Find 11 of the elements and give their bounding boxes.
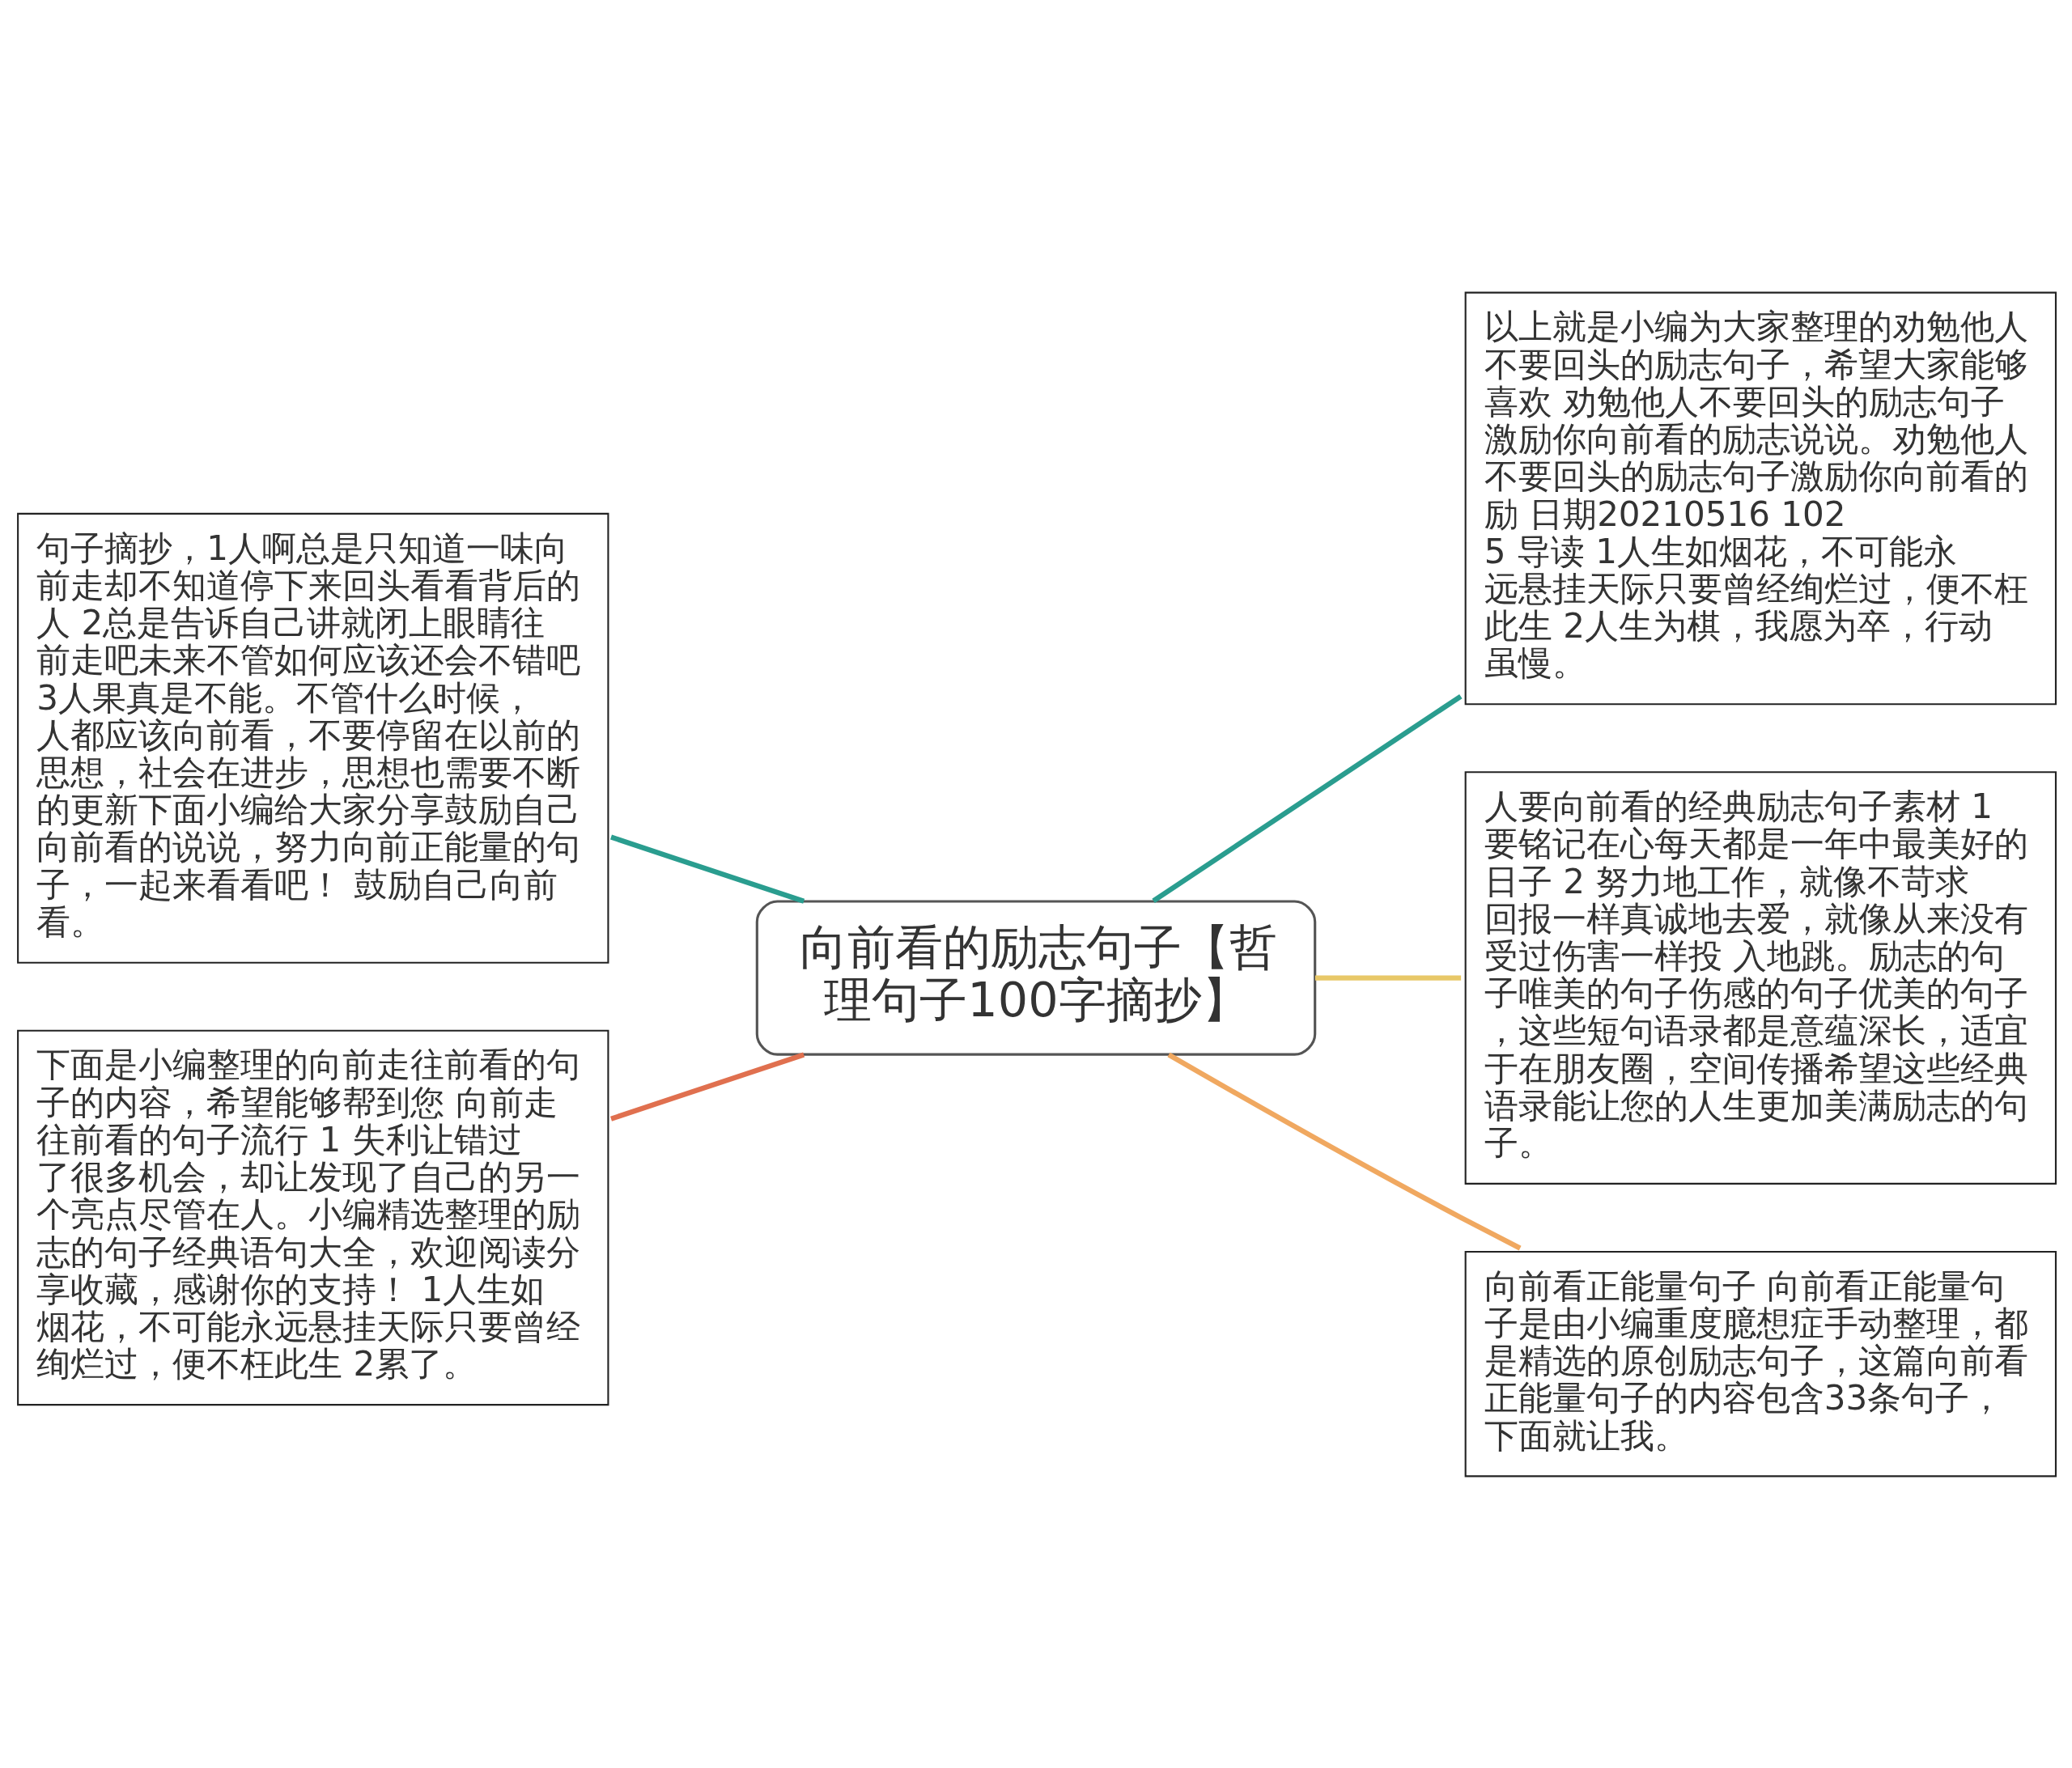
node-box: 下面是小编整理的向前走往前看的句子的内容，希望能够帮到您 向前走往前看的句子流行 1 失利让错过了很多机会，却让发现了自己的另一个亮点尽管在人。小编精选整理的励志的句子经典语句大全，欢迎阅读分享收藏，感谢你的支持！ 1人生如烟花，不可能永远悬挂天际只要曾经绚烂过，便不枉此生 2累了。: [17, 1029, 609, 1405]
connector: [610, 1051, 805, 1121]
connector: [1314, 974, 1462, 981]
node-box: 以上就是小编为大家整理的劝勉他人不要回头的励志句子，希望大家能够喜欢 劝勉他人不要回头的励志句子激励你向前看的励志说说。劝勉他人不要回头的励志句子激励你向前看的励 日期20210516 1025 导读 1人生如烟花，不可能永远悬挂天际只要曾经绚烂过，便不枉此生 2人生为棋，我愿为卒，行动虽慢。: [1464, 291, 2057, 705]
connector: [1167, 1052, 1522, 1250]
connector: [610, 834, 805, 904]
node-box: 向前看正能量句子 向前看正能量句子是由小编重度臆想症手动整理，都是精选的原创励志句子，这篇向前看正能量句子的内容包含33条句子，下面就让我。: [1464, 1250, 2057, 1477]
node-box: 人要向前看的经典励志句子素材 1要铭记在心每天都是一年中最美好的日子 2 努力地工作，就像不苛求回报一样真诚地去爱，就像从来没有受过伤害一样投 入地跳。励志的句子唯美的句子伤感的句子优美的句子，这些短句语录都是意蕴深长，适宜于在朋友圈，空间传播希望这些经典语录能让您的人生更加美满励志的句子。: [1464, 770, 2057, 1185]
connector: [1152, 693, 1463, 903]
node-box: 向前看的励志句子【哲理句子100字摘抄】: [755, 899, 1317, 1056]
node-box: 句子摘抄，1人啊总是只知道一味向前走却不知道停下来回头看看背后的人 2总是告诉自己讲就闭上眼睛往前走吧未来不管如何应该还会不错吧 3人果真是不能。不管什么时候，人都应该向前看，不要停留在以前的思想，社会在进步，思想也需要不断的更新下面小编给大家分享鼓励自己向前看的说说，努力向前正能量的句子，一起来看看吧！ 鼓励自己向前看。: [17, 512, 609, 964]
